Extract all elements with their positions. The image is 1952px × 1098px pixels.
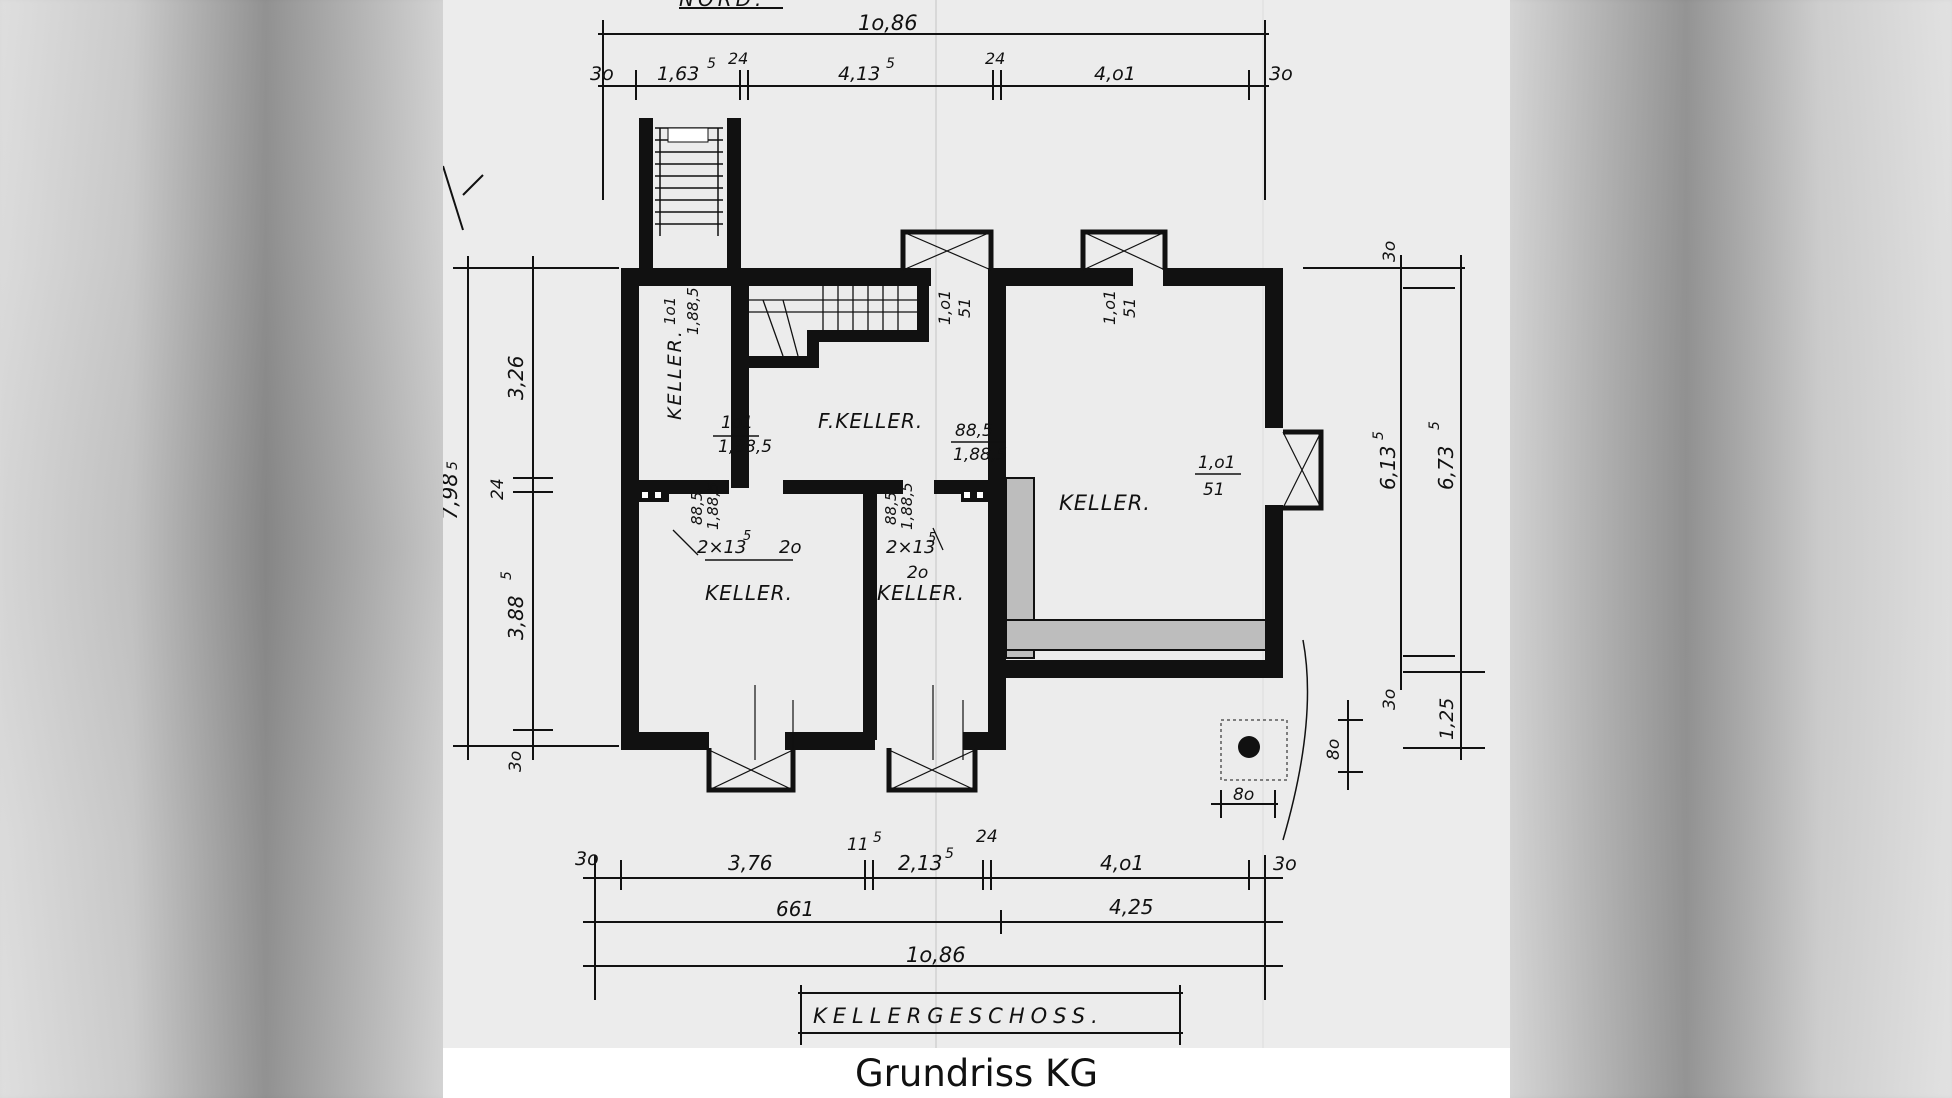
dim-left-overall: 7,98 <box>443 473 462 520</box>
door-label-w1a: 1o1 <box>661 297 679 325</box>
room-keller-bottom-left: KELLER. <box>705 581 793 605</box>
dim-chimney-vertical: 8o <box>1324 739 1344 760</box>
dim-right-1-sup: 5 <box>1371 431 1387 440</box>
door-label-d4a: 88,5 <box>882 492 900 525</box>
wall-openings <box>639 488 991 502</box>
dim-bottom-3: 11 <box>847 835 869 855</box>
dim-bottom-sub2: 4,25 <box>1109 895 1154 919</box>
dim-left-overall-sup: 5 <box>445 461 461 470</box>
door-label-d2a: 88,5 <box>955 421 993 441</box>
dim-right-overall-sup: 5 <box>1427 421 1443 430</box>
room-keller-bottom-mid: KELLER. <box>877 581 965 605</box>
dim-bottom-4: 2,13 <box>898 851 943 875</box>
room-keller-right: KELLER. <box>1059 491 1151 515</box>
dim-bottom-sub1: 661 <box>776 897 814 921</box>
door-label-d3c-sup: 5 <box>743 529 751 544</box>
coal-bunker <box>1005 477 1267 659</box>
dim-bottom-1: 3o <box>575 848 599 870</box>
door-label-d3d: 2o <box>779 537 801 558</box>
walls <box>621 268 1283 750</box>
dim-top-2: 1,63 <box>657 63 699 85</box>
dim-left-4: 3o <box>506 751 526 772</box>
dim-left-1: 3,26 <box>504 355 528 400</box>
door-label-d3c: 2×13 <box>697 537 746 558</box>
door-label-d2b: 1,88,5 <box>953 445 1007 465</box>
door-label-d1a: 1o1 <box>721 413 753 433</box>
door-label-w3b: 51 <box>1120 298 1139 318</box>
dim-top-overall: 1o,86 <box>858 11 918 35</box>
image-viewer: NORD. 1o,86 3o 1,63 5 24 4,13 5 2 <box>443 0 1510 1098</box>
chimney <box>1211 719 1288 818</box>
dim-top-4-sup: 5 <box>886 56 895 72</box>
dim-bottom-overall: 1o,86 <box>906 943 966 967</box>
dim-bottom-7: 3o <box>1273 853 1297 875</box>
room-f-keller: F.KELLER. <box>818 409 923 433</box>
external-stair <box>639 118 741 278</box>
door-label-d4b: 1,88,5 <box>898 482 916 530</box>
dim-top-5: 24 <box>985 49 1005 68</box>
dim-right-top: 3o <box>1380 241 1400 262</box>
dim-top-4: 4,13 <box>838 63 880 85</box>
dim-right-2: 3o <box>1380 689 1400 710</box>
dim-top-6: 4,o1 <box>1094 63 1136 85</box>
dim-right-3: 1,25 <box>1436 698 1458 740</box>
floor-plan: NORD. 1o,86 3o 1,63 5 24 4,13 5 2 <box>443 0 1510 1048</box>
dim-left-3: 3,88 <box>504 595 528 640</box>
dim-bottom-4-sup: 5 <box>945 846 954 862</box>
door-label-d4c: 2×13 <box>886 537 935 558</box>
north-label: NORD. <box>679 0 765 11</box>
dim-bottom-3-sup: 5 <box>873 830 882 846</box>
dim-top-3: 24 <box>728 49 748 68</box>
room-keller-left-upper: KELLER. <box>664 329 686 420</box>
left-dimensions <box>453 256 619 760</box>
door-label-w4b: 51 <box>1203 480 1225 500</box>
top-dimensions <box>598 20 1269 200</box>
dim-top-2-sup: 5 <box>707 56 716 72</box>
door-label-w4a: 1,o1 <box>1198 453 1235 473</box>
dim-top-1: 3o <box>590 63 614 85</box>
background-left-panel <box>0 0 443 1098</box>
dim-bottom-6: 4,o1 <box>1100 851 1144 875</box>
image-caption: Grundriss KG <box>854 1052 1098 1095</box>
bottom-dimensions <box>583 855 1283 1045</box>
background-right-panel <box>1509 0 1952 1098</box>
dim-left-3-sup: 5 <box>499 571 515 580</box>
door-label-w3a: 1,o1 <box>1100 290 1119 325</box>
dim-chimney-horizontal: 8o <box>1233 785 1254 805</box>
door-label-d1b: 1,88,5 <box>718 437 772 457</box>
dim-right-1: 6,13 <box>1376 445 1400 490</box>
door-label-d3a: 88,5 <box>688 492 706 525</box>
window-wells-top <box>706 229 1324 793</box>
right-dimensions <box>1303 255 1485 790</box>
door-label-d4d: 2o <box>907 563 928 583</box>
door-label-w2b: 51 <box>955 298 974 318</box>
dim-bottom-5: 24 <box>976 827 998 847</box>
dim-top-7: 3o <box>1269 63 1293 85</box>
door-label-d3b: 1,88,5 <box>704 482 722 530</box>
plan-title: KELLERGESCHOSS. <box>813 1004 1104 1028</box>
internal-stair <box>749 286 917 357</box>
floor-plan-drawing: NORD. 1o,86 3o 1,63 5 24 4,13 5 2 <box>443 0 1485 1048</box>
door-label-w2a: 1,o1 <box>935 290 954 325</box>
door-label-d4c-sup: 5 <box>928 531 936 546</box>
door-label-w1b: 1,88,5 <box>684 287 702 335</box>
dim-left-2: 24 <box>488 478 508 500</box>
dim-right-overall: 6,73 <box>1434 445 1458 490</box>
dim-bottom-2: 3,76 <box>728 851 773 875</box>
